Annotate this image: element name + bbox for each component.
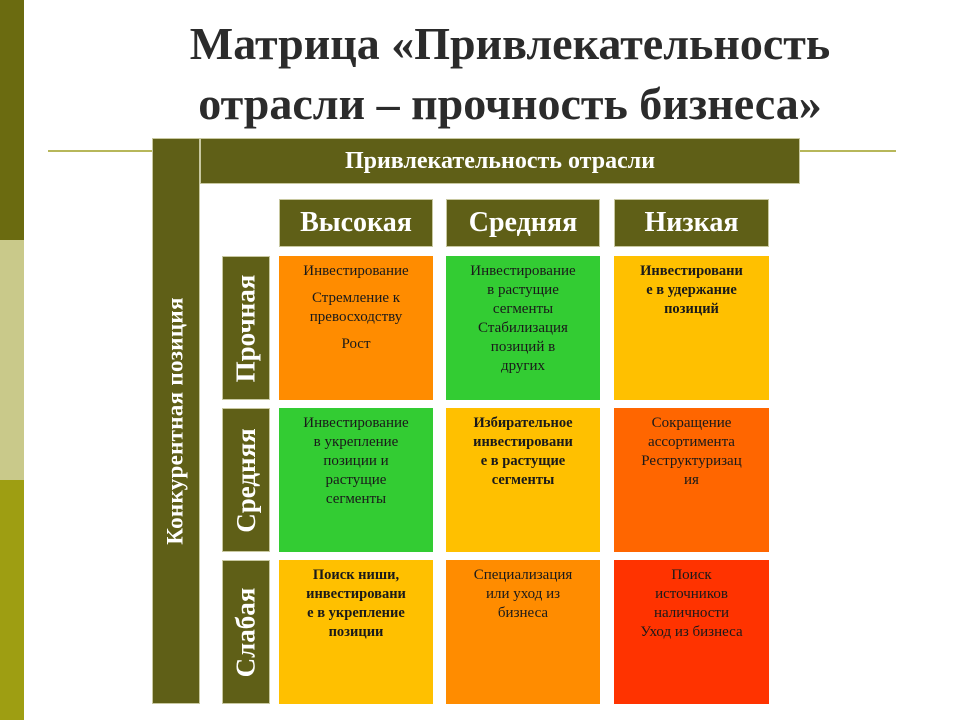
cell-text: сегменты — [492, 301, 554, 317]
cell-text: Инвестирование — [470, 263, 576, 279]
matrix-cell-strong-high: Инвестирование Стремление к превосходств… — [279, 256, 433, 400]
column-header-low: Низкая — [614, 199, 769, 247]
top-axis-bar: Привлекательность отрасли — [200, 138, 800, 184]
cell-text: превосходству — [309, 309, 403, 325]
divider-line-right — [800, 150, 896, 152]
cell-text: Рост — [341, 336, 371, 352]
cell-text: сегменты — [491, 472, 555, 488]
matrix-cell-weak-low: Поиск источников наличности Уход из бизн… — [614, 560, 769, 704]
row-header-strong: Прочная — [222, 256, 270, 400]
slide-title-line-1: Матрица «Привлекательность — [189, 18, 831, 69]
cell-text: ия — [684, 472, 699, 488]
cell-text: позиции — [328, 624, 384, 640]
cell-text: Стабилизация — [478, 320, 568, 336]
side-axis-label: Конкурентная позиция — [163, 297, 188, 545]
cell-text: в укрепление — [313, 434, 399, 450]
cell-text: инвестировани — [473, 434, 573, 450]
cell-text: позиций в — [490, 339, 556, 355]
side-axis-bar: Конкурентная позиция — [152, 138, 200, 704]
cell-text: других — [500, 358, 546, 374]
cell-text: или уход из — [485, 586, 561, 602]
cell-text: Уход из бизнеса — [640, 624, 743, 640]
decor-strip-top — [0, 0, 24, 240]
row-header-weak: Слабая — [222, 560, 270, 704]
row-header-label: Слабая — [230, 587, 261, 677]
slide-title: Матрица «Привлекательность отрасли – про… — [60, 14, 960, 134]
cell-text: е в удержание — [646, 282, 737, 298]
cell-text: е в растущие — [480, 453, 566, 469]
row-header-medium: Средняя — [222, 408, 270, 552]
matrix-cell-medium-medium: Избирательное инвестировани е в растущие… — [446, 408, 600, 552]
cell-text: Сокращение — [651, 415, 732, 431]
cell-text: Инвестировани — [640, 263, 743, 279]
column-header-label: Средняя — [468, 207, 578, 238]
top-axis-label: Привлекательность отрасли — [344, 147, 656, 174]
row-header-label: Прочная — [230, 274, 261, 382]
matrix-cell-weak-high: Поиск ниши, инвестировани е в укрепление… — [279, 560, 433, 704]
cell-text: Поиск — [671, 567, 712, 583]
column-header-medium: Средняя — [446, 199, 600, 247]
cell-text: наличности — [653, 605, 729, 621]
cell-text: ассортимента — [648, 434, 735, 450]
column-header-high: Высокая — [279, 199, 433, 247]
cell-text: растущие — [325, 472, 387, 488]
cell-text: инвестировани — [306, 586, 406, 602]
slide-title-line-2: отрасли – прочность бизнеса» — [198, 78, 822, 129]
matrix-cell-weak-medium: Специализация или уход из бизнеса — [446, 560, 600, 704]
matrix-cell-strong-low: Инвестировани е в удержание позиций — [614, 256, 769, 400]
cell-text: Инвестирование — [303, 263, 409, 279]
row-header-label: Средняя — [230, 427, 261, 533]
decor-strip-bottom — [0, 480, 24, 720]
matrix-cell-medium-low: Сокращение ассортимента Реструктуризац и… — [614, 408, 769, 552]
cell-text: позиции и — [323, 453, 389, 469]
cell-text: сегменты — [325, 491, 387, 507]
matrix-cell-strong-medium: Инвестирование в растущие сегменты Стаби… — [446, 256, 600, 400]
column-header-label: Высокая — [300, 207, 412, 238]
cell-text: Специализация — [473, 567, 573, 583]
divider-line-left — [48, 150, 156, 152]
cell-text: Реструктуризац — [641, 453, 742, 469]
cell-text: в растущие — [487, 282, 559, 298]
cell-text: Поиск ниши, — [312, 567, 400, 583]
matrix-cell-medium-high: Инвестирование в укрепление позиции и ра… — [279, 408, 433, 552]
cell-text: источников — [655, 586, 728, 602]
column-header-label: Низкая — [644, 207, 739, 238]
cell-text: Инвестирование — [303, 415, 409, 431]
cell-text: бизнеса — [497, 605, 549, 621]
cell-text: е в укрепление — [307, 605, 405, 621]
decor-strip-middle — [0, 240, 24, 480]
cell-text: Стремление к — [311, 290, 401, 306]
cell-text: Избирательное — [473, 415, 573, 431]
cell-text: позиций — [664, 301, 719, 317]
